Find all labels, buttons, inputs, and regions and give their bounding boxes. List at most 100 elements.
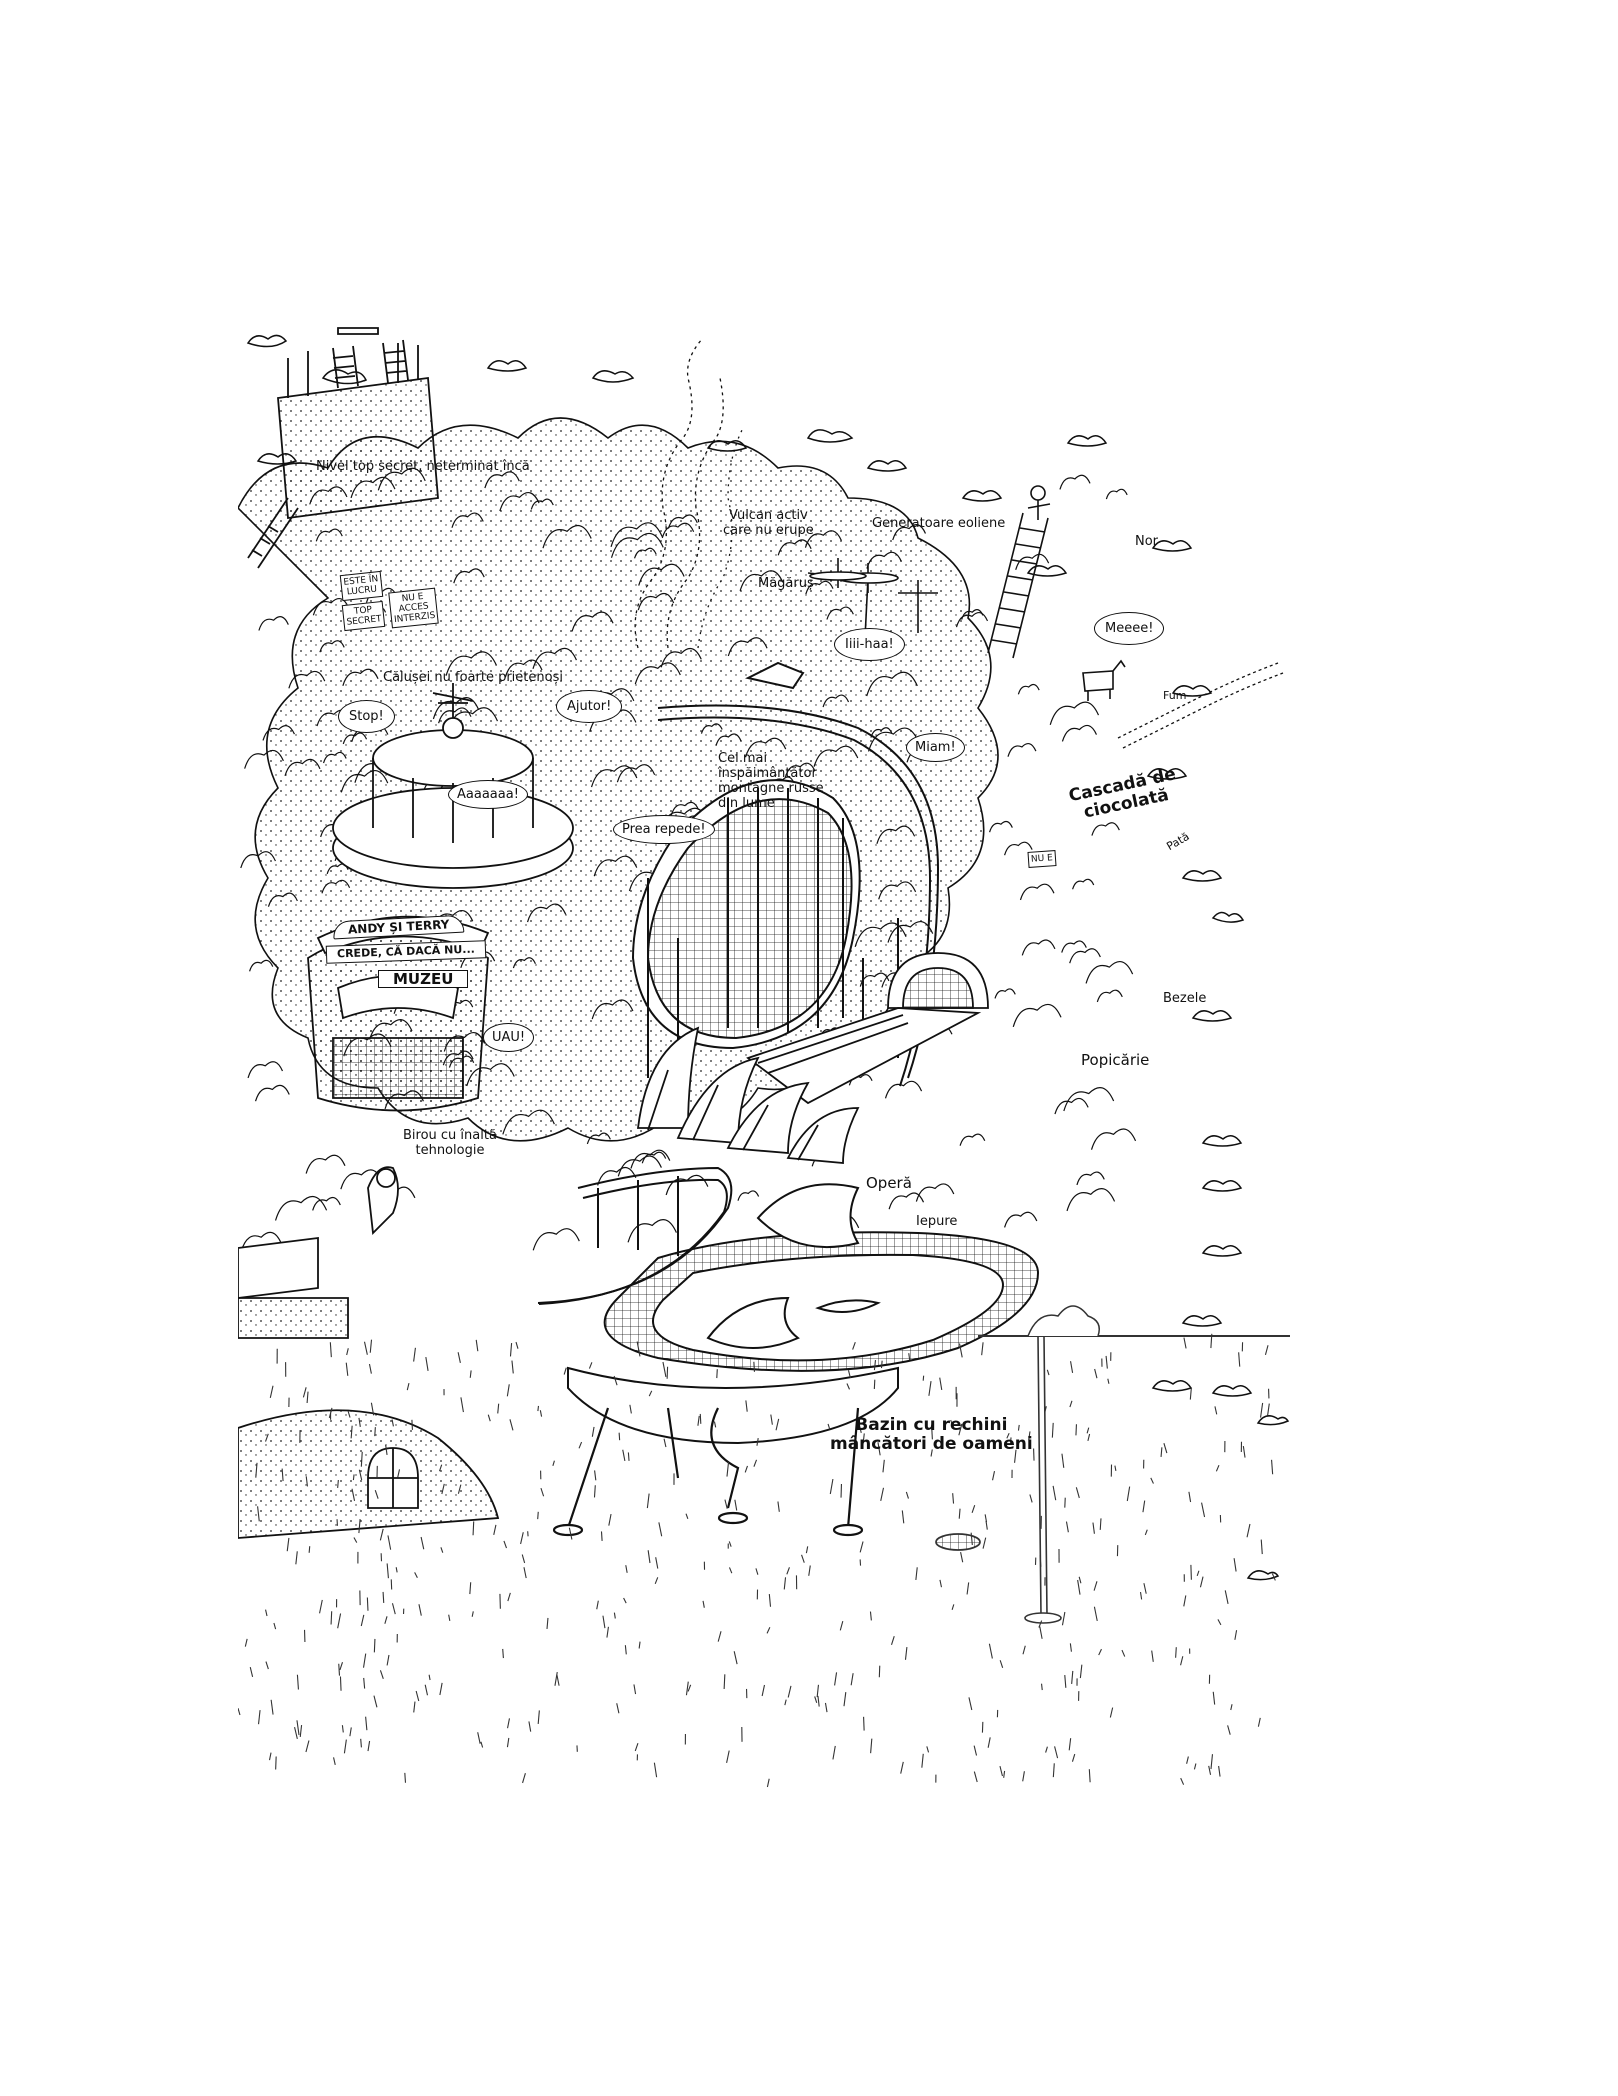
foliage-clump [955, 611, 989, 628]
grass-blade [726, 1461, 730, 1477]
grass-blade [1003, 1770, 1006, 1778]
grass-blade [600, 1531, 603, 1541]
grass-blade [1215, 1464, 1220, 1472]
grass-blade [522, 1773, 526, 1784]
foliage-clump [484, 471, 520, 489]
opera-house [636, 1026, 860, 1164]
grass-blade [249, 1666, 254, 1678]
grass-blade [1150, 1477, 1154, 1484]
grass-blade [1230, 1704, 1233, 1711]
grass-blade [413, 1347, 416, 1362]
grass-blade [1098, 1648, 1102, 1656]
cloud-icon [1181, 870, 1223, 882]
foliage-clump [866, 551, 902, 569]
grass-blade [687, 1684, 692, 1692]
grass-blade [367, 1740, 371, 1752]
grass-blade [521, 1554, 526, 1564]
foliage-clump [1015, 553, 1050, 570]
grass-blade [1121, 1649, 1126, 1657]
grass-blade [777, 1501, 780, 1512]
cloud-icon [1151, 540, 1193, 552]
grass-blade [971, 1504, 976, 1513]
grass-blade [808, 1565, 811, 1576]
grass-blade [1142, 1500, 1146, 1513]
foliage-clump [586, 1132, 611, 1145]
grass-blade [411, 1419, 413, 1430]
speech-bubble-miam: Miam! [906, 733, 965, 762]
foliage-clump [1021, 939, 1056, 956]
grass-blade [880, 1487, 885, 1501]
grass-blade [890, 1636, 895, 1645]
foliage-clump [633, 547, 657, 559]
grass-blade [1114, 1465, 1117, 1471]
treehouse-illustration: Nivel top secret, neterminat încă Vulcan… [237, 318, 1290, 1818]
grass-blade [713, 1421, 717, 1428]
grass-blade [414, 1572, 418, 1579]
grass-blade [593, 1485, 596, 1498]
foliage-clump [254, 1084, 290, 1102]
grass-blade [784, 1699, 787, 1706]
grass-blade [1006, 1432, 1010, 1439]
grass-blade [406, 1383, 410, 1391]
foliage-clump [530, 498, 554, 510]
grass-blade [921, 1753, 924, 1768]
cloud-icon [1191, 1010, 1233, 1022]
grass-blade [726, 1750, 730, 1764]
grass-blade [958, 1343, 963, 1358]
foliage-clump [700, 723, 723, 734]
grass-blade [873, 1360, 877, 1371]
grass-blade [329, 1342, 332, 1358]
grass-blade [958, 1423, 963, 1436]
cloud-icon [1151, 1380, 1193, 1392]
grass-blade [305, 1740, 310, 1753]
cloud-icon [806, 429, 854, 443]
foliage-clump [915, 1183, 955, 1202]
grass-blade [647, 1550, 651, 1564]
grass-blade [413, 1701, 416, 1713]
foliage-clump [888, 1192, 925, 1210]
grass-blade [613, 1612, 616, 1619]
cloud-icon [1181, 1315, 1223, 1327]
foliage-clump [638, 563, 685, 586]
grass-blade [973, 1745, 978, 1756]
grass-blade [1151, 1650, 1154, 1662]
grass-blade [863, 1716, 865, 1731]
grass-blade [275, 1756, 277, 1770]
label-meringues: Bezele [1163, 991, 1207, 1006]
grass-blade [497, 1403, 500, 1414]
grass-blade [992, 1470, 996, 1481]
grass-blade [578, 1441, 583, 1449]
grass-blade [981, 1342, 984, 1356]
carousel [332, 683, 574, 889]
foliage-clump [532, 1228, 580, 1251]
speech-bubble-ajutor: Ajutor! [556, 690, 623, 723]
grass-blade [460, 1397, 464, 1413]
foliage-clump [784, 762, 816, 778]
grass-blade [753, 1361, 756, 1372]
foliage-clump [866, 671, 918, 697]
foliage-clump [1017, 683, 1040, 695]
grass-blade [634, 1743, 639, 1752]
cloud-icon [246, 334, 288, 348]
grass-blade [269, 1385, 274, 1398]
grass-blade [1234, 1630, 1238, 1640]
grass-blade [646, 1493, 650, 1509]
grass-blade [768, 1593, 772, 1607]
grass-blade [337, 1613, 342, 1629]
grass-blade [786, 1567, 790, 1575]
grass-blade [814, 1696, 818, 1703]
foliage-clump [590, 765, 638, 788]
foliage-clump [887, 921, 934, 943]
foliage-clump [1019, 883, 1055, 901]
foliage-clump [867, 727, 919, 752]
foliage-clump [288, 670, 326, 689]
grass-blade [441, 1483, 445, 1495]
grass-blade [440, 1547, 444, 1553]
grass-blade [1193, 1763, 1197, 1770]
grass-blade [379, 1670, 384, 1679]
grass-blade [391, 1419, 394, 1427]
grass-blade [915, 1567, 918, 1581]
foliage-clump [660, 647, 702, 668]
foliage-clump [438, 707, 472, 724]
foliage-clump [884, 1080, 923, 1099]
